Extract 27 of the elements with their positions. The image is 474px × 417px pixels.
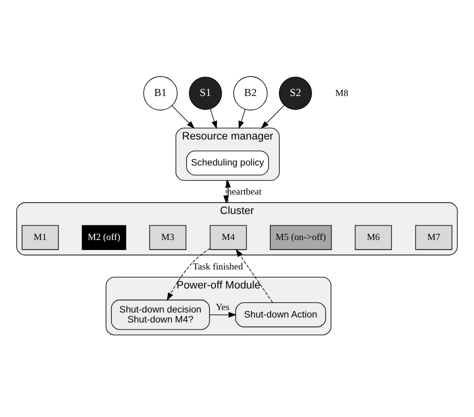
arrow — [225, 179, 231, 203]
node-box: Scheduling policy — [186, 150, 269, 176]
node-box: M3 — [149, 225, 186, 250]
node-box: M2 (off) — [82, 225, 126, 250]
node-box: Shut-down decision Shut-down M4? — [111, 300, 210, 330]
arrow — [210, 108, 217, 130]
node-circle: B1 — [143, 76, 178, 110]
node-circle: B2 — [233, 76, 268, 110]
node-box: M1 — [22, 225, 59, 250]
node-box: M5 (on->off) — [270, 225, 332, 250]
arrow — [260, 104, 285, 129]
node-box: M6 — [354, 225, 392, 250]
arrow — [209, 312, 237, 318]
edge-label: heartbeat — [227, 188, 262, 198]
arrow — [236, 248, 273, 303]
node-circle: S2 — [278, 76, 312, 110]
edge-label: Yes — [216, 303, 230, 314]
node-box: Shut-down Action — [235, 302, 326, 328]
node-box: M4 — [210, 225, 247, 250]
arrow — [238, 108, 246, 130]
arrow — [223, 180, 229, 204]
node-circle: S1 — [188, 76, 222, 110]
arrow — [166, 248, 210, 301]
label: M8 — [335, 88, 348, 99]
arrow — [171, 105, 195, 129]
node-box: M7 — [415, 225, 452, 250]
edge-label: Task finished — [192, 262, 243, 272]
